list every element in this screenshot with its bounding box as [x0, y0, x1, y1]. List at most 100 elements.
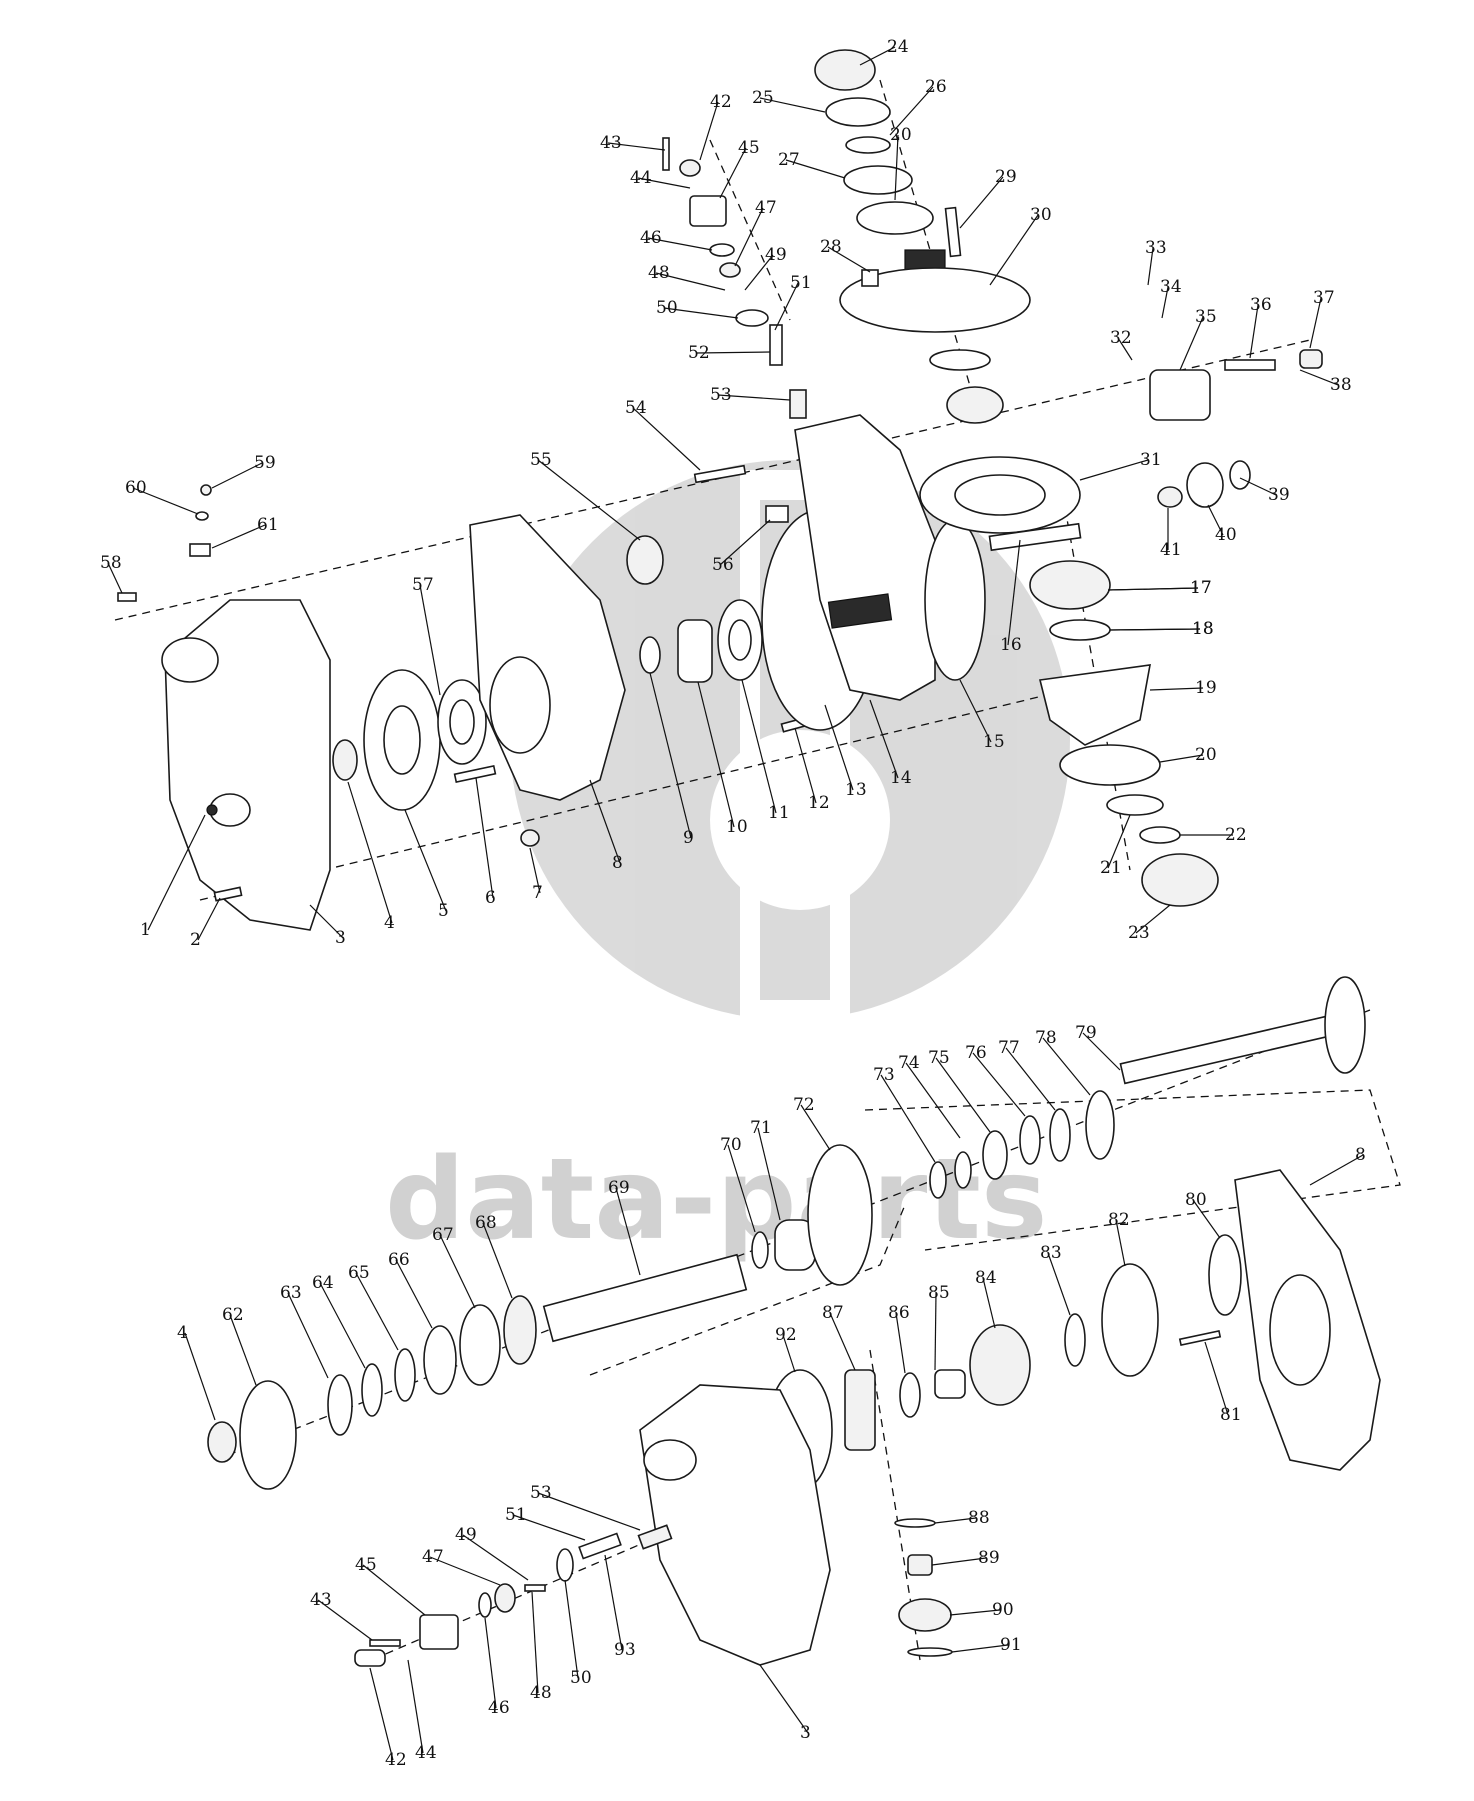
part-57-bearing-bore: [449, 699, 475, 745]
callout-label-24: 24: [887, 37, 909, 57]
callout-label-36: 36: [1250, 295, 1272, 315]
callout-label-28: 28: [820, 237, 842, 257]
leader-line-87: [829, 1312, 856, 1371]
leader-line-48b: [531, 1591, 539, 1694]
leader-line-11: [741, 679, 777, 814]
callout-label-60: 60: [125, 478, 147, 498]
part-84-bevel-gear: [969, 1324, 1031, 1406]
part-22-ring: [1139, 826, 1181, 844]
callout-label-61: 61: [257, 515, 279, 535]
callout-label-2: 2: [190, 930, 201, 950]
part-72-gear: [807, 1144, 873, 1286]
leader-line-76: [972, 1052, 1026, 1117]
callout-label-26: 26: [925, 77, 947, 97]
part-91-washer: [907, 1647, 953, 1657]
housing-bore: [489, 656, 551, 754]
leader-line-42b: [369, 1667, 394, 1761]
part-28-nut: [861, 269, 879, 287]
leader-line-86: [895, 1312, 906, 1374]
callout-label-92: 92: [775, 1325, 797, 1345]
part-77-ring: [1049, 1108, 1071, 1162]
part-47-seal: [719, 262, 741, 278]
part-11-bearing-bore: [728, 619, 752, 661]
callout-label-44b: 44: [415, 1743, 437, 1763]
callout-label-59: 59: [254, 453, 276, 473]
leader-line-12: [794, 727, 817, 804]
callout-label-55: 55: [530, 450, 552, 470]
part-64-ring: [361, 1363, 383, 1417]
leader-line-50: [663, 307, 739, 319]
lower-housing-right: [1234, 1169, 1381, 1471]
front-cover-port: [161, 637, 219, 683]
leader-line-10: [697, 681, 735, 828]
part-16-cross-shaft: [988, 522, 1082, 552]
leader-line-18b: [1109, 628, 1201, 631]
callout-label-45: 45: [738, 138, 760, 158]
callout-label-4b: 4: [177, 1323, 188, 1343]
leader-line-84: [982, 1277, 996, 1329]
part-6-bolt: [453, 764, 497, 784]
leader-line-27: [785, 159, 846, 179]
callout-label-8: 8: [612, 853, 623, 873]
part-46b-washer: [478, 1592, 492, 1618]
callout-label-32: 32: [1110, 328, 1132, 348]
part-53b-spring: [637, 1524, 673, 1550]
callout-label-21: 21: [1100, 858, 1122, 878]
leader-line-73: [880, 1074, 936, 1163]
leader-line-48: [655, 272, 726, 291]
part-9-snap-ring: [639, 636, 661, 674]
leader-line-70: [727, 1144, 756, 1233]
callout-label-46: 46: [640, 228, 662, 248]
leader-line-8: [589, 779, 621, 864]
axis-upper-shaft: [114, 339, 1311, 621]
leader-line-42: [699, 101, 719, 161]
leader-line-59: [211, 462, 263, 489]
leader-line-3b: [759, 1664, 809, 1734]
part-41-bushing: [1157, 486, 1183, 508]
callout-label-6: 6: [485, 888, 496, 908]
leader-line-47b: [429, 1556, 501, 1586]
part-46-washer: [709, 243, 735, 257]
leader-line-44: [637, 177, 691, 189]
lower-left-parts: [207, 1144, 873, 1490]
callout-label-70: 70: [720, 1135, 742, 1155]
callout-label-63: 63: [280, 1283, 302, 1303]
part-66-bearing: [423, 1325, 457, 1395]
part-87-yoke: [844, 1369, 876, 1451]
callout-label-48: 48: [648, 263, 670, 283]
leader-line-21: [1107, 814, 1131, 869]
shift-linkage-lower: [354, 1524, 673, 1667]
leader-line-35: [1179, 316, 1204, 371]
part-59-screw: [200, 484, 212, 496]
leader-line-39: [1239, 477, 1277, 496]
part-54-bolt: [693, 464, 747, 484]
callout-label-19: 19: [1195, 678, 1217, 698]
part-43-pin: [662, 137, 670, 171]
callout-label-68: 68: [475, 1213, 497, 1233]
part-4-bearing: [332, 739, 358, 781]
axis-lower-diff: [869, 1349, 921, 1661]
leader-line-79: [1082, 1032, 1121, 1071]
callout-label-74: 74: [898, 1053, 920, 1073]
leader-line-66: [395, 1259, 433, 1329]
callout-label-73: 73: [873, 1065, 895, 1085]
callout-label-10: 10: [726, 817, 748, 837]
leader-line-51: [774, 282, 799, 331]
leader-line-75: [935, 1057, 991, 1133]
part-37-bushing: [1299, 349, 1323, 369]
part-31-ring-bore: [954, 474, 1046, 516]
callout-label-91: 91: [1000, 1635, 1022, 1655]
part-45-block: [689, 195, 727, 227]
part-35-bracket: [1149, 369, 1211, 421]
leader-line-89: [931, 1557, 987, 1566]
leader-line-17b: [1107, 587, 1199, 591]
callout-label-72: 72: [793, 1095, 815, 1115]
leader-line-83: [1047, 1252, 1071, 1316]
callout-label-77: 77: [998, 1038, 1020, 1058]
frame-lower-left-group: [589, 1204, 906, 1376]
leader-line-54: [632, 407, 701, 471]
callout-label-41: 41: [1160, 540, 1182, 560]
part-70-ring: [751, 1231, 769, 1269]
leader-line-45b: [362, 1564, 426, 1616]
